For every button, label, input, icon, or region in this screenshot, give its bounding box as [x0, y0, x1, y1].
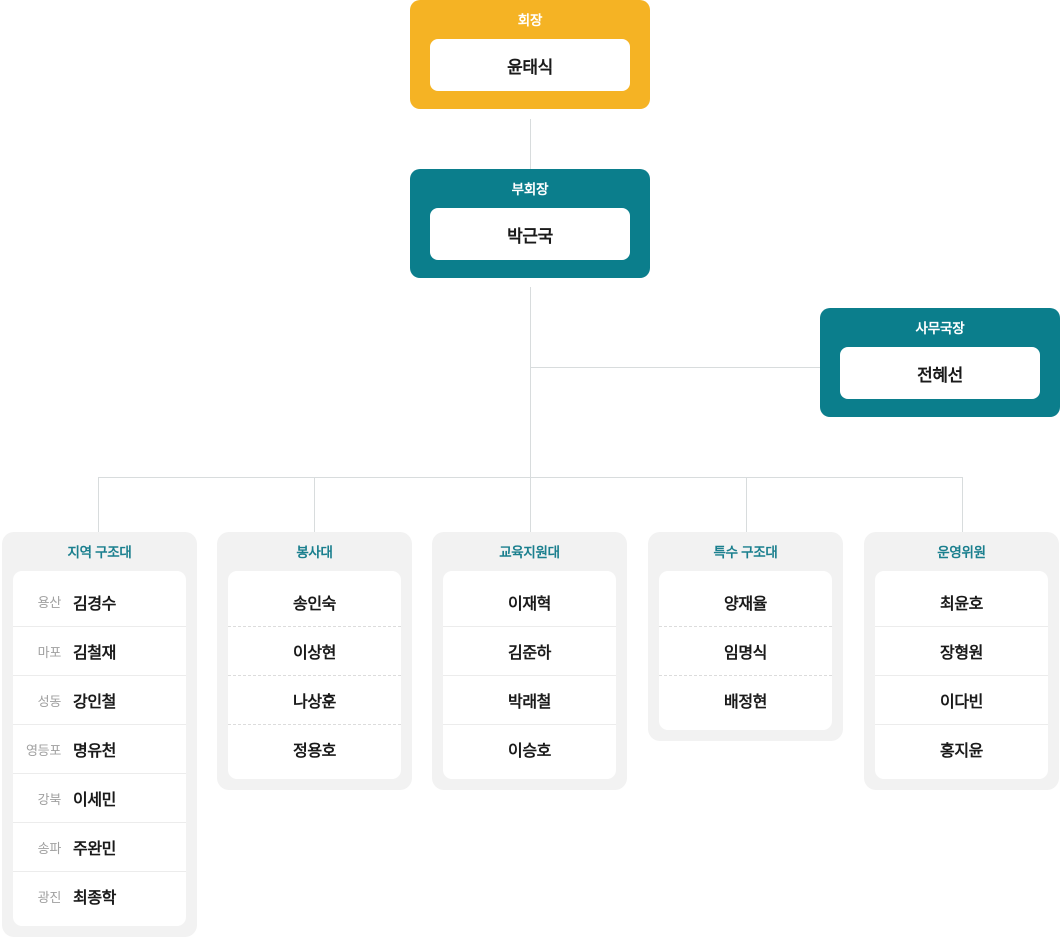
team-member-row[interactable]: 박래철 — [443, 675, 616, 724]
team-member-row[interactable]: 이재혁 — [443, 577, 616, 626]
member-name-label: 송인숙 — [293, 595, 336, 613]
exec-card-vice-chairman[interactable]: 부회장 박근국 — [410, 169, 650, 278]
exec-name-label: 박근국 — [507, 226, 553, 246]
connector-chairman-to-vice — [530, 119, 531, 170]
team-title: 교육지원대 — [499, 545, 560, 560]
team-member-row[interactable]: 광진 최종학 — [13, 871, 186, 920]
member-name-label: 강인철 — [73, 694, 116, 711]
member-region-label: 마포 — [37, 644, 62, 660]
member-region-label: 광진 — [37, 889, 62, 905]
member-region-label: 강북 — [37, 791, 62, 807]
team-title: 운영위원 — [937, 545, 986, 560]
connector-drop-team-2 — [314, 477, 315, 533]
exec-role-label: 회장 — [517, 13, 543, 28]
team-member-row[interactable]: 김준하 — [443, 626, 616, 675]
member-name-label: 이승호 — [508, 743, 551, 760]
team-member-row[interactable]: 강북 이세민 — [13, 773, 186, 822]
member-name-label: 최종학 — [73, 890, 116, 907]
member-name-label: 김준하 — [508, 645, 551, 662]
team-member-row[interactable]: 양재율 — [659, 577, 832, 626]
team-member-row[interactable]: 성동 강인철 — [13, 675, 186, 724]
team-title: 특수 구조대 — [713, 545, 778, 560]
member-name-label: 장형원 — [940, 645, 983, 662]
team-member-row[interactable]: 임명식 — [659, 626, 832, 675]
team-member-row[interactable]: 최윤호 — [875, 577, 1048, 626]
member-name-label: 이세민 — [73, 792, 116, 809]
member-name-label: 정용호 — [293, 743, 336, 760]
team-member-row[interactable]: 송인숙 — [228, 577, 401, 626]
member-name-label: 김경수 — [73, 595, 116, 613]
exec-card-chairman[interactable]: 회장 윤태식 — [410, 0, 650, 109]
member-region-label: 성동 — [37, 693, 62, 709]
member-name-label: 배정현 — [724, 694, 767, 711]
team-title: 지역 구조대 — [67, 545, 132, 560]
exec-name-box: 윤태식 — [430, 39, 630, 91]
exec-name-label: 전혜선 — [917, 365, 963, 385]
exec-card-secretary-general[interactable]: 사무국장 전혜선 — [820, 308, 1060, 417]
member-name-label: 최윤호 — [940, 595, 983, 613]
member-name-label: 박래철 — [508, 694, 551, 711]
team-member-row[interactable]: 영등포 명유천 — [13, 724, 186, 773]
team-member-row[interactable]: 이다빈 — [875, 675, 1048, 724]
exec-name-box: 박근국 — [430, 208, 630, 260]
exec-name-box: 전혜선 — [840, 347, 1040, 399]
connector-vice-trunk — [530, 287, 531, 478]
member-region-label: 송파 — [37, 840, 62, 856]
team-member-row[interactable]: 송파 주완민 — [13, 822, 186, 871]
connector-drop-team-4 — [746, 477, 747, 533]
team-title: 봉사대 — [296, 545, 333, 560]
connector-drop-team-5 — [962, 477, 963, 533]
member-name-label: 이상현 — [293, 645, 336, 662]
member-name-label: 주완민 — [73, 841, 116, 858]
team-member-row[interactable]: 이상현 — [228, 626, 401, 675]
member-name-label: 양재율 — [724, 595, 767, 613]
member-name-label: 김철재 — [73, 645, 116, 662]
connector-drop-team-1 — [98, 477, 99, 533]
team-member-row[interactable]: 마포 김철재 — [13, 626, 186, 675]
member-name-label: 홍지윤 — [940, 743, 983, 760]
team-member-row[interactable]: 용산 김경수 — [13, 577, 186, 626]
exec-name-label: 윤태식 — [507, 57, 553, 77]
member-name-label: 나상훈 — [293, 694, 336, 711]
member-name-label: 이다빈 — [940, 694, 983, 711]
team-member-row[interactable]: 이승호 — [443, 724, 616, 773]
member-name-label: 임명식 — [724, 645, 767, 662]
team-member-row[interactable]: 나상훈 — [228, 675, 401, 724]
connector-drop-team-3 — [530, 477, 531, 533]
team-member-row[interactable]: 홍지윤 — [875, 724, 1048, 773]
connector-to-secretary-general — [530, 367, 821, 368]
member-name-label: 이재혁 — [508, 595, 551, 613]
member-name-label: 명유천 — [73, 743, 116, 760]
team-member-row[interactable]: 정용호 — [228, 724, 401, 773]
member-region-label: 용산 — [37, 595, 62, 610]
exec-role-label: 부회장 — [511, 182, 549, 197]
team-member-row[interactable]: 장형원 — [875, 626, 1048, 675]
team-member-row[interactable]: 배정현 — [659, 675, 832, 724]
member-region-label: 영등포 — [26, 742, 61, 758]
exec-role-label: 사무국장 — [915, 321, 965, 336]
